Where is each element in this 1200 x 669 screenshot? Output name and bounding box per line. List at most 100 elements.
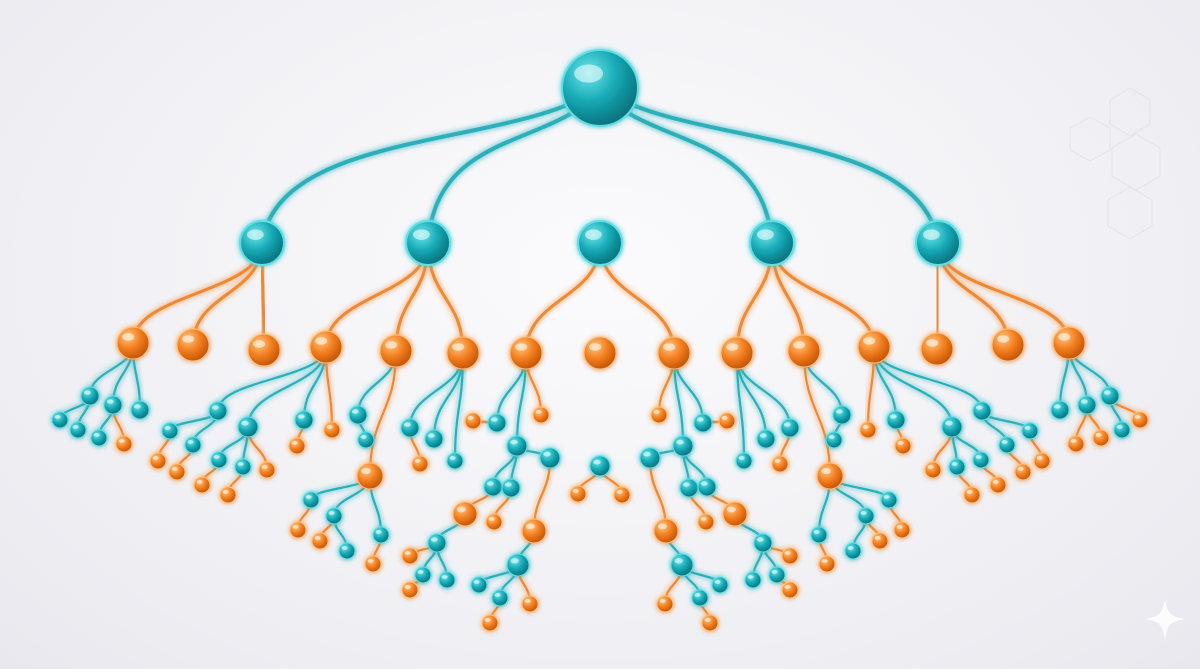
orange-node [657, 336, 691, 370]
teal-node [857, 507, 875, 525]
node-highlight [417, 570, 424, 574]
tree-edge [368, 349, 398, 478]
node-highlight [164, 426, 171, 430]
orange-node [288, 437, 306, 455]
node-highlight [738, 456, 745, 460]
teal-node [1077, 395, 1097, 415]
node-highlight [700, 517, 707, 521]
teal-node [414, 566, 432, 584]
node-highlight [1095, 433, 1102, 437]
orange-node [521, 595, 539, 613]
node-highlight [784, 551, 791, 555]
node-highlight [951, 462, 958, 466]
node-highlight [674, 558, 683, 564]
node-highlight [676, 439, 684, 445]
node-highlight [589, 343, 602, 351]
teal-node [338, 542, 356, 560]
teal-node [972, 401, 992, 421]
node-highlight [118, 439, 125, 443]
node-highlight [704, 618, 711, 622]
node-highlight [261, 465, 268, 469]
orange-node [963, 486, 981, 504]
teal-node [886, 410, 906, 430]
node-highlight [700, 481, 708, 486]
teal-node [589, 455, 611, 477]
node-highlight [106, 399, 114, 404]
node-highlight [430, 537, 438, 542]
teal-node [51, 411, 69, 429]
orange-node [364, 555, 382, 573]
node-highlight [585, 229, 602, 240]
node-highlight [484, 618, 491, 622]
orange-node [1067, 435, 1085, 453]
node-highlight [975, 405, 983, 410]
teal-node [744, 571, 762, 589]
node-highlight [1116, 425, 1123, 429]
teal-node [844, 542, 862, 560]
node-highlight [297, 414, 305, 419]
orange-node [521, 518, 547, 544]
orange-node [247, 333, 281, 367]
node-highlight [1036, 456, 1043, 460]
teal-node [424, 429, 444, 449]
tree-nodes [51, 49, 1149, 632]
node-highlight [367, 559, 374, 563]
orange-node [323, 421, 341, 439]
teal-node [483, 477, 503, 497]
orange-node [871, 532, 889, 550]
node-highlight [813, 530, 820, 534]
node-highlight [783, 422, 791, 427]
node-highlight [504, 482, 512, 487]
teal-node [501, 478, 521, 498]
orange-node [893, 521, 911, 539]
orange-node [289, 521, 307, 539]
node-highlight [663, 343, 676, 351]
node-highlight [682, 482, 690, 487]
orange-node [219, 486, 237, 504]
teal-node [90, 429, 108, 447]
node-highlight [222, 490, 229, 494]
orange-node [1014, 463, 1032, 481]
teal-node [697, 477, 717, 497]
root-node [561, 49, 639, 127]
node-highlight [211, 405, 219, 410]
node-highlight [467, 416, 474, 420]
teal-node [80, 386, 100, 406]
node-highlight [213, 455, 220, 459]
node-highlight [1058, 333, 1071, 341]
orange-node [1033, 452, 1051, 470]
orange-node [411, 455, 429, 473]
node-highlight [593, 459, 601, 465]
node-highlight [543, 451, 551, 457]
teal-node [1050, 400, 1070, 420]
node-highlight [83, 390, 91, 395]
node-highlight [525, 523, 535, 530]
orange-node [379, 334, 413, 368]
orange-node [176, 328, 210, 362]
node-highlight [821, 559, 828, 563]
teal-node [693, 413, 713, 433]
orange-node [481, 614, 499, 632]
node-highlight [774, 459, 781, 463]
node-highlight [473, 580, 480, 584]
node-highlight [1103, 390, 1111, 395]
teal-node [1100, 386, 1120, 406]
teal-node [670, 553, 694, 577]
node-highlight [1053, 404, 1061, 409]
orange-node [311, 532, 329, 550]
node-highlight [726, 506, 736, 513]
teal-node [446, 452, 464, 470]
node-highlight [93, 433, 100, 437]
node-highlight [897, 441, 904, 445]
node-highlight [351, 409, 359, 414]
node-highlight [315, 337, 328, 345]
orange-node [781, 547, 799, 565]
node-highlight [403, 422, 411, 427]
teal-node [749, 220, 795, 266]
node-highlight [361, 467, 372, 475]
orange-node [532, 406, 550, 424]
node-highlight [975, 455, 982, 459]
teal-node [948, 458, 966, 476]
orange-node [816, 462, 844, 490]
